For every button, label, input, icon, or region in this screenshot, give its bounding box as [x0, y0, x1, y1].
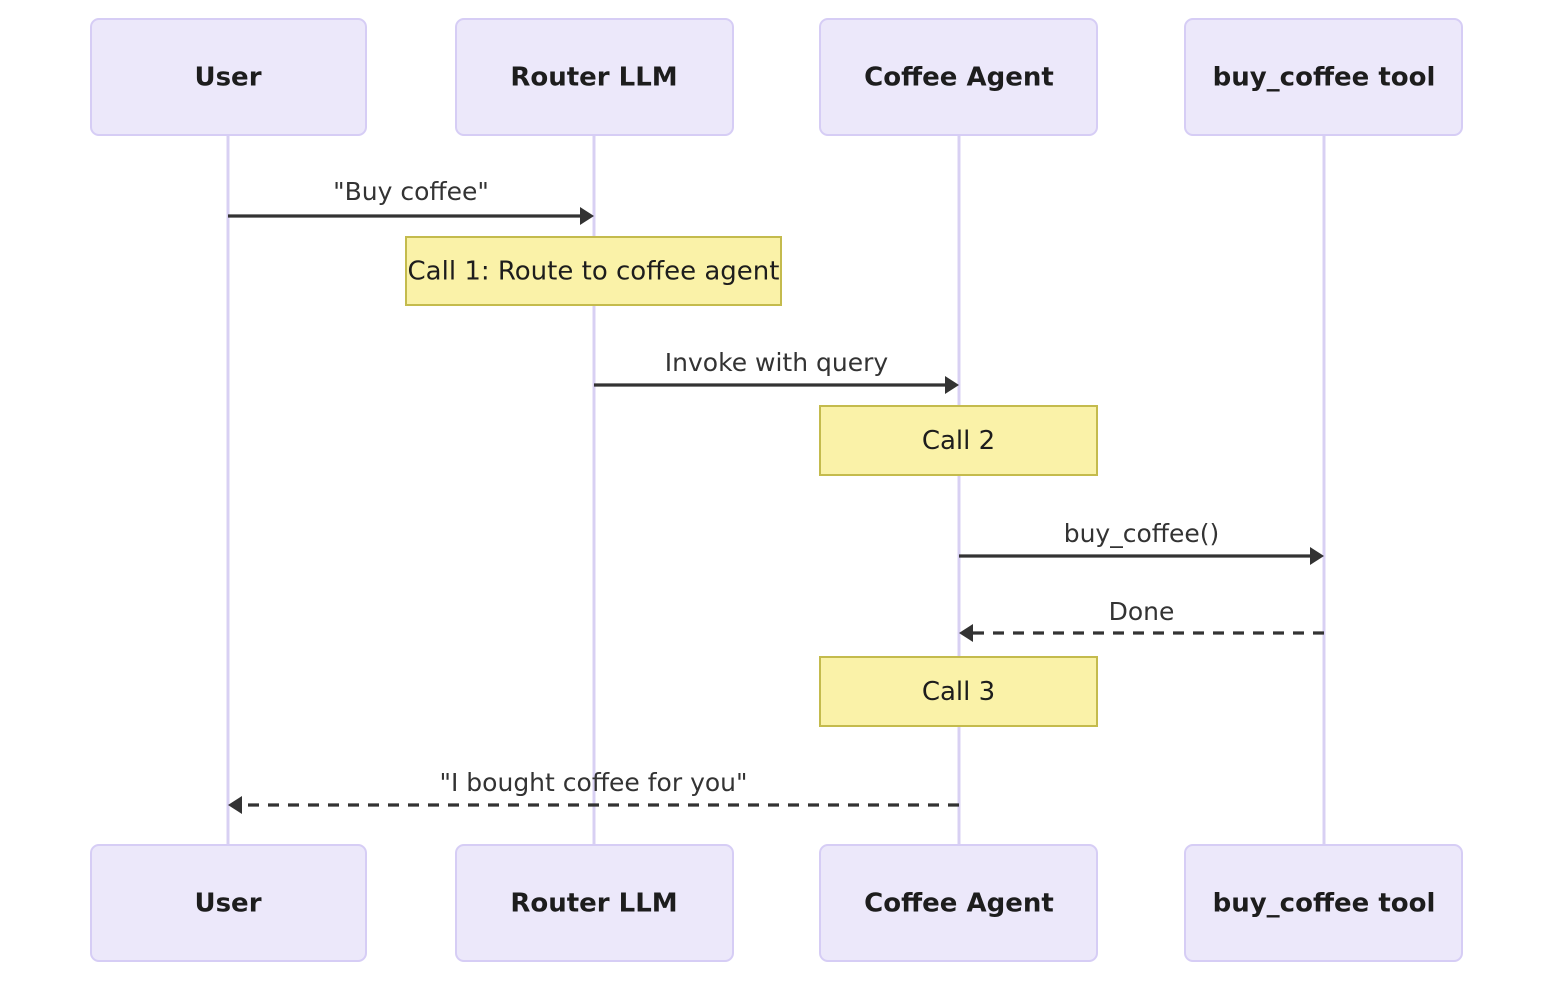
participant-box	[1184, 844, 1463, 962]
participant-tool-top[interactable]: buy_coffee tool	[1184, 18, 1463, 136]
participant-router-top[interactable]: Router LLM	[455, 18, 734, 136]
note-box	[819, 405, 1098, 476]
note-box	[405, 236, 782, 306]
message-arrowhead	[959, 624, 973, 642]
participant-label: Router LLM	[510, 63, 677, 93]
message-arrowhead	[1310, 547, 1324, 565]
message-arrowhead	[945, 376, 959, 394]
participant-box	[455, 844, 734, 962]
message-m2: Invoke with query	[594, 348, 959, 394]
note-note3: Call 3	[819, 656, 1098, 727]
participant-router-bottom[interactable]: Router LLM	[455, 844, 734, 962]
participant-box	[1184, 18, 1463, 136]
participant-label: Coffee Agent	[864, 889, 1054, 919]
participant-user-top[interactable]: User	[90, 18, 367, 136]
message-label: buy_coffee()	[1064, 519, 1220, 548]
participant-user-bottom[interactable]: User	[90, 844, 367, 962]
participant-label: buy_coffee tool	[1213, 63, 1436, 93]
participant-tool-bottom[interactable]: buy_coffee tool	[1184, 844, 1463, 962]
participant-agent-bottom[interactable]: Coffee Agent	[819, 844, 1098, 962]
message-arrowhead	[228, 796, 242, 814]
message-m3: buy_coffee()	[959, 519, 1324, 565]
participant-box	[455, 18, 734, 136]
message-arrowhead	[580, 207, 594, 225]
message-label: "Buy coffee"	[333, 177, 489, 206]
message-label: "I bought coffee for you"	[439, 768, 747, 797]
participant-box	[90, 844, 367, 962]
messages-layer: "Buy coffee" Invoke with query buy_coffee(…	[228, 177, 1324, 814]
note-note2: Call 2	[819, 405, 1098, 476]
note-label: Call 3	[922, 677, 995, 707]
message-label: Done	[1109, 597, 1175, 626]
participant-label: buy_coffee tool	[1213, 889, 1436, 919]
message-m5: "I bought coffee for you"	[228, 768, 959, 814]
note-note1: Call 1: Route to coffee agent	[405, 236, 782, 306]
participant-box	[819, 844, 1098, 962]
participant-box	[90, 18, 367, 136]
participant-label: User	[194, 889, 261, 919]
participant-agent-top[interactable]: Coffee Agent	[819, 18, 1098, 136]
note-box	[819, 656, 1098, 727]
participant-box	[819, 18, 1098, 136]
note-label: Call 1: Route to coffee agent	[408, 257, 780, 287]
participant-label: Coffee Agent	[864, 63, 1054, 93]
note-label: Call 2	[922, 426, 995, 456]
participant-label: User	[194, 63, 261, 93]
message-label: Invoke with query	[665, 348, 889, 377]
participant-label: Router LLM	[510, 889, 677, 919]
message-m4: Done	[959, 597, 1324, 642]
message-m1: "Buy coffee"	[228, 177, 594, 225]
